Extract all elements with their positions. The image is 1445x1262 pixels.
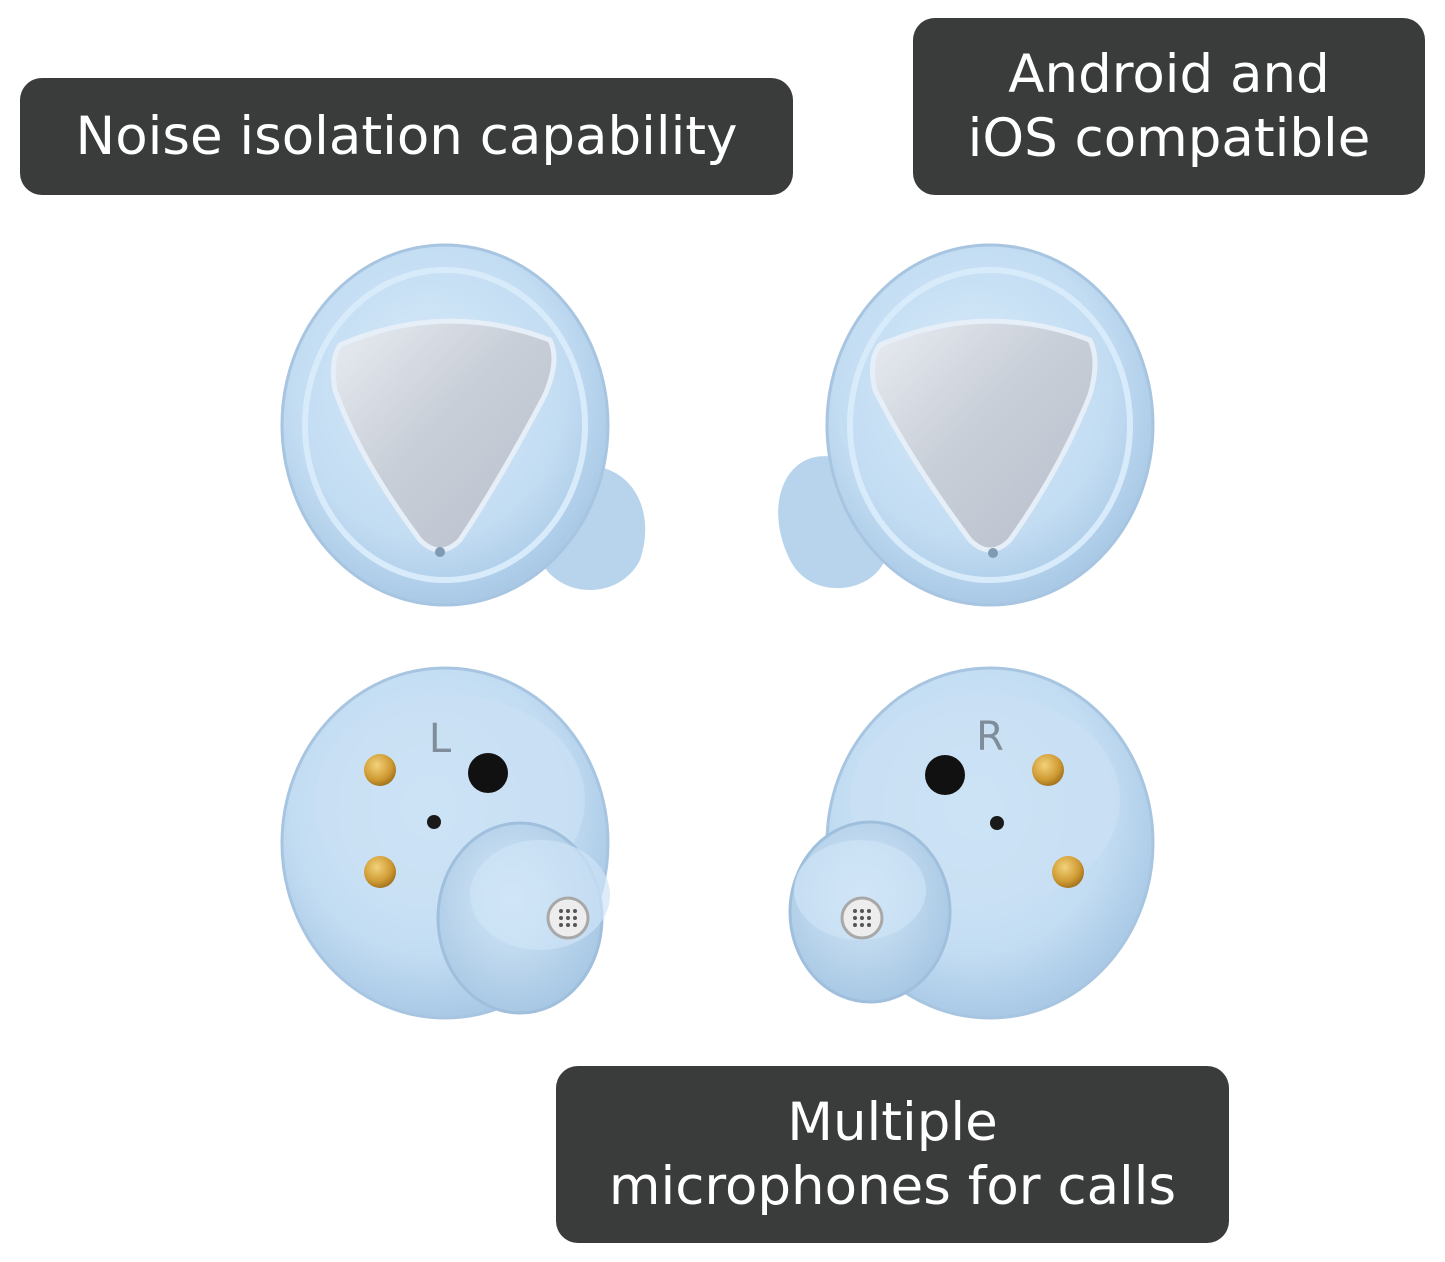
callout-mic-line1: Multiple [787, 1091, 998, 1153]
callout-noise-text: Noise isolation capability [75, 105, 738, 167]
callout-microphones: Multiple microphones for calls [556, 1066, 1229, 1243]
touchpad-left [330, 318, 557, 553]
earbud-right-front [778, 243, 1155, 607]
callout-compat-line1: Android and [1008, 43, 1330, 105]
earbud-left-back: L [280, 666, 610, 1020]
contact-left-bottom [364, 856, 396, 888]
earbud-right-back: R [788, 666, 1155, 1020]
earbud-left-label: L [429, 716, 452, 762]
sensor-right [925, 755, 965, 795]
contact-left-top [364, 754, 396, 786]
callout-mic-line2: microphones for calls [608, 1155, 1177, 1217]
earbud-left-front [280, 243, 646, 607]
sensor-left [468, 753, 508, 793]
touchpad-right [869, 318, 1098, 553]
earbud-right-label: R [976, 714, 1004, 760]
callout-compatibility: Android and iOS compatible [913, 18, 1425, 195]
callout-compat-line2: iOS compatible [967, 107, 1371, 169]
callout-noise-isolation: Noise isolation capability [20, 78, 793, 195]
contact-right-bottom [1052, 856, 1084, 888]
contact-right-top [1032, 754, 1064, 786]
